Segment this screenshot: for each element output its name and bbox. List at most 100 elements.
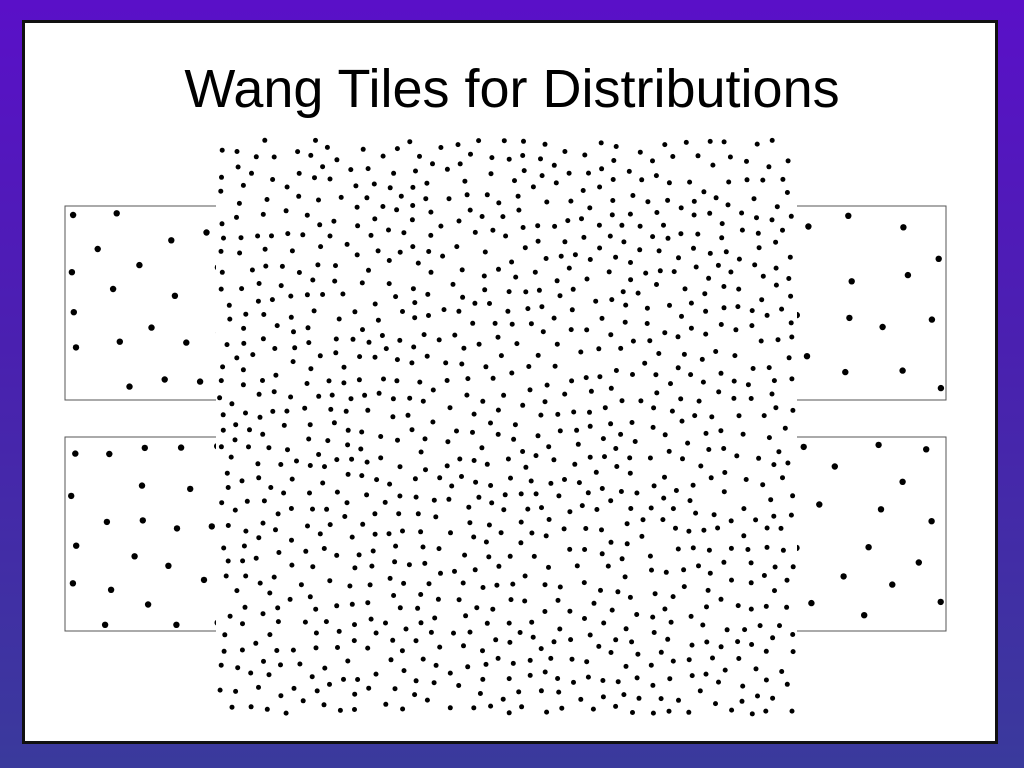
dot: [627, 594, 633, 600]
dot: [327, 176, 333, 182]
dot: [784, 681, 790, 687]
dot: [648, 505, 654, 511]
dot: [431, 680, 437, 686]
dot: [495, 655, 501, 661]
dot: [261, 312, 267, 317]
dot: [300, 698, 306, 704]
dot: [296, 170, 302, 176]
dot: [509, 321, 515, 327]
dot: [521, 168, 527, 174]
dot: [559, 705, 565, 711]
dot: [387, 185, 393, 191]
dot: [353, 183, 359, 189]
dot: [566, 170, 572, 176]
dot: [768, 497, 774, 503]
dot: [224, 470, 230, 476]
dot: [777, 623, 782, 629]
dot: [688, 300, 694, 306]
dot: [465, 376, 471, 382]
dot: [593, 469, 599, 475]
dot: [542, 609, 548, 614]
dot: [650, 234, 656, 240]
dot: [574, 563, 580, 569]
dot: [412, 476, 418, 482]
dot: [473, 479, 479, 485]
dot: [519, 704, 525, 710]
dot: [386, 258, 392, 263]
dot: [452, 568, 457, 574]
dot: [417, 379, 423, 385]
dot: [344, 500, 350, 506]
dot: [679, 313, 684, 319]
dot: [784, 190, 790, 195]
dot: [426, 581, 432, 587]
dot: [278, 283, 284, 289]
dot: [567, 608, 573, 614]
dot: [690, 545, 696, 551]
dot: [399, 648, 405, 654]
dot: [297, 661, 303, 667]
dot: [324, 506, 330, 512]
dot: [552, 363, 558, 369]
dot: [784, 604, 790, 610]
dot: [480, 648, 485, 654]
dot: [357, 354, 363, 360]
dot: [356, 377, 362, 383]
dot: [710, 162, 716, 168]
dot: [861, 612, 868, 619]
dot: [428, 209, 434, 215]
dot: [632, 439, 638, 444]
dot: [446, 496, 452, 502]
dot: [721, 446, 727, 451]
dot: [307, 594, 313, 600]
dot: [800, 443, 807, 451]
dot: [754, 215, 759, 221]
dot: [462, 552, 468, 558]
dot: [422, 560, 428, 566]
dot: [551, 315, 557, 321]
dot: [240, 558, 246, 564]
dot: [729, 707, 735, 713]
dot: [351, 638, 357, 644]
dot: [629, 639, 635, 645]
dot: [701, 189, 707, 195]
dot: [650, 158, 655, 164]
dot: [889, 581, 896, 588]
dot: [571, 409, 577, 415]
dot: [467, 520, 473, 526]
dot: [72, 450, 79, 457]
dot: [764, 544, 770, 550]
dot: [502, 492, 508, 498]
dot: [479, 445, 485, 451]
dot: [360, 327, 365, 333]
dot: [334, 157, 340, 163]
dot: [249, 170, 254, 176]
dot: [691, 245, 696, 251]
dot: [770, 695, 776, 701]
dot: [647, 338, 653, 344]
dot: [472, 567, 478, 573]
dot: [484, 192, 490, 198]
dot: [686, 657, 692, 663]
dot: [274, 648, 280, 653]
dot: [196, 378, 204, 385]
dot: [713, 349, 719, 354]
dot: [506, 156, 512, 162]
dot: [624, 521, 630, 527]
dot: [653, 372, 659, 378]
dot: [73, 542, 80, 549]
dot: [306, 340, 312, 346]
dot: [295, 149, 301, 155]
dot: [565, 218, 571, 224]
dot: [268, 485, 274, 490]
dot: [749, 711, 755, 717]
dot: [728, 269, 734, 275]
dot: [718, 596, 724, 602]
dot: [695, 153, 701, 159]
dot: [310, 564, 316, 570]
dot: [789, 334, 795, 340]
dot: [365, 166, 371, 172]
dot: [686, 709, 692, 715]
dot: [529, 619, 535, 625]
dot: [865, 544, 872, 551]
